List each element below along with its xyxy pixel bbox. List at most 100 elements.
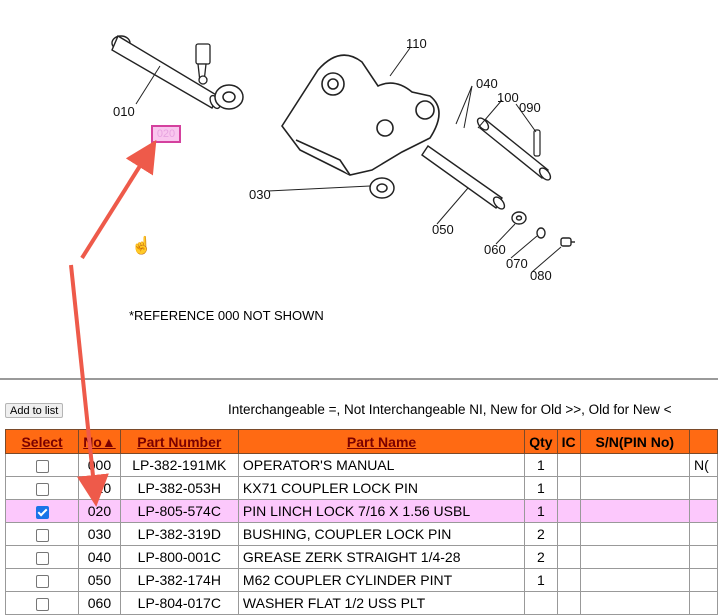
row-no: 050 <box>78 568 121 592</box>
row-part-number: LP-382-174H <box>119 568 239 592</box>
callout-060: 060 <box>484 242 506 257</box>
row-sn <box>579 499 691 523</box>
row-part-number: LP-382-191MK <box>119 453 239 477</box>
row-part-name: KX71 COUPLER LOCK PIN <box>237 476 526 500</box>
row-qty <box>524 591 558 615</box>
row-no: 040 <box>78 545 121 569</box>
row-sn <box>579 476 691 500</box>
row-part-name: PIN LINCH LOCK 7/16 X 1.56 USBL <box>237 499 526 523</box>
column-header-select[interactable]: Select <box>4 429 80 454</box>
table-row[interactable]: 030 LP-382-319D BUSHING, COUPLER LOCK PI… <box>4 522 718 546</box>
column-header-ic: IC <box>556 429 581 454</box>
row-sn <box>579 545 691 569</box>
row-ic <box>556 545 581 569</box>
bushing-part-top <box>214 84 244 110</box>
washer-part <box>511 211 527 225</box>
row-extra <box>689 568 718 592</box>
row-part-number: LP-800-001C <box>119 545 239 569</box>
callout-030: 030 <box>249 187 271 202</box>
parts-table: Select No▲ Part Number Part Name Qty IC … <box>4 429 718 615</box>
row-ic <box>556 499 581 523</box>
row-extra: N( <box>689 453 718 477</box>
row-no: 030 <box>78 522 121 546</box>
hand-cursor-icon: ☝ <box>131 236 153 255</box>
row-ic <box>556 522 581 546</box>
callout-070: 070 <box>506 256 528 271</box>
row-ic <box>556 476 581 500</box>
row-sn <box>579 453 691 477</box>
table-row-selected[interactable]: 020 LP-805-574C PIN LINCH LOCK 7/16 X 1.… <box>4 499 718 523</box>
linch-pin-part <box>195 43 211 85</box>
callout-040: 040 <box>476 76 498 91</box>
column-header-no[interactable]: No▲ <box>78 429 121 454</box>
row-ic <box>556 568 581 592</box>
pin-part-100 <box>476 117 552 181</box>
row-qty: 2 <box>524 545 558 569</box>
row-sn <box>579 522 691 546</box>
reference-note: *REFERENCE 000 NOT SHOWN <box>129 308 324 323</box>
row-part-number: LP-382-053H <box>119 476 239 500</box>
row-qty: 1 <box>524 476 558 500</box>
row-part-number: LP-804-017C <box>119 591 239 615</box>
row-ic <box>556 453 581 477</box>
row-part-number: LP-382-319D <box>119 522 239 546</box>
parts-exploded-diagram: 010 110 040 100 090 030 050 060 070 080 <box>111 34 575 283</box>
row-ic <box>556 591 581 615</box>
leader-lines <box>135 47 562 273</box>
roll-pin-part <box>533 129 541 157</box>
add-to-list-button[interactable]: Add to list <box>5 403 64 418</box>
row-checkbox[interactable] <box>35 551 49 565</box>
row-extra <box>689 591 718 615</box>
row-no: 010 <box>78 476 121 500</box>
lock-pin-part <box>111 34 221 110</box>
row-checkbox[interactable] <box>35 597 49 611</box>
column-header-qty: Qty <box>524 429 558 454</box>
table-row[interactable]: 000 LP-382-191MK OPERATOR'S MANUAL 1 N( <box>4 453 718 477</box>
column-header-extra <box>689 429 718 454</box>
row-sn <box>579 568 691 592</box>
row-no: 020 <box>78 499 121 523</box>
interchangeability-legend: Interchangeable =, Not Interchangeable N… <box>228 402 672 417</box>
row-extra <box>689 522 718 546</box>
table-row[interactable]: 050 LP-382-174H M62 COUPLER CYLINDER PIN… <box>4 568 718 592</box>
table-row[interactable]: 060 LP-804-017C WASHER FLAT 1/2 USS PLT <box>4 591 718 615</box>
table-header-row: Select No▲ Part Number Part Name Qty IC … <box>4 429 718 454</box>
row-qty: 2 <box>524 522 558 546</box>
row-extra <box>689 545 718 569</box>
callout-010: 010 <box>113 104 135 119</box>
panel-divider[interactable] <box>0 378 718 380</box>
callout-050: 050 <box>432 222 454 237</box>
table-row[interactable]: 010 LP-382-053H KX71 COUPLER LOCK PIN 1 <box>4 476 718 500</box>
row-checkbox[interactable] <box>35 528 49 542</box>
row-sn <box>579 591 691 615</box>
clip-part <box>536 227 546 239</box>
row-qty: 1 <box>524 499 558 523</box>
callout-110: 110 <box>406 36 427 51</box>
table-row[interactable]: 040 LP-800-001C GREASE ZERK STRAIGHT 1/4… <box>4 545 718 569</box>
row-part-name: OPERATOR'S MANUAL <box>237 453 526 477</box>
column-header-part-name[interactable]: Part Name <box>237 429 526 454</box>
highlighted-callout-020[interactable]: 020 <box>151 125 181 143</box>
row-part-name: GREASE ZERK STRAIGHT 1/4-28 <box>237 545 526 569</box>
coupler-body-part <box>281 54 440 176</box>
row-checkbox[interactable] <box>35 482 49 496</box>
row-part-name: BUSHING, COUPLER LOCK PIN <box>237 522 526 546</box>
row-no: 060 <box>78 591 121 615</box>
row-part-name: M62 COUPLER CYLINDER PINT <box>237 568 526 592</box>
column-header-part-number[interactable]: Part Number <box>119 429 239 454</box>
row-no: 000 <box>78 453 121 477</box>
row-checkbox[interactable] <box>35 459 49 473</box>
callout-080: 080 <box>530 268 552 283</box>
row-part-number: LP-805-574C <box>119 499 239 523</box>
column-header-sn: S/N(PIN No) <box>579 429 691 454</box>
row-checkbox-checked[interactable] <box>35 505 49 519</box>
bolt-part <box>560 237 575 247</box>
callout-100: 100 <box>497 90 519 105</box>
bushing-part-bottom <box>369 177 395 199</box>
row-extra <box>689 499 718 523</box>
callout-090: 090 <box>519 100 541 115</box>
row-checkbox[interactable] <box>35 574 49 588</box>
cylinder-pin-part <box>421 145 506 210</box>
row-qty: 1 <box>524 568 558 592</box>
row-qty: 1 <box>524 453 558 477</box>
